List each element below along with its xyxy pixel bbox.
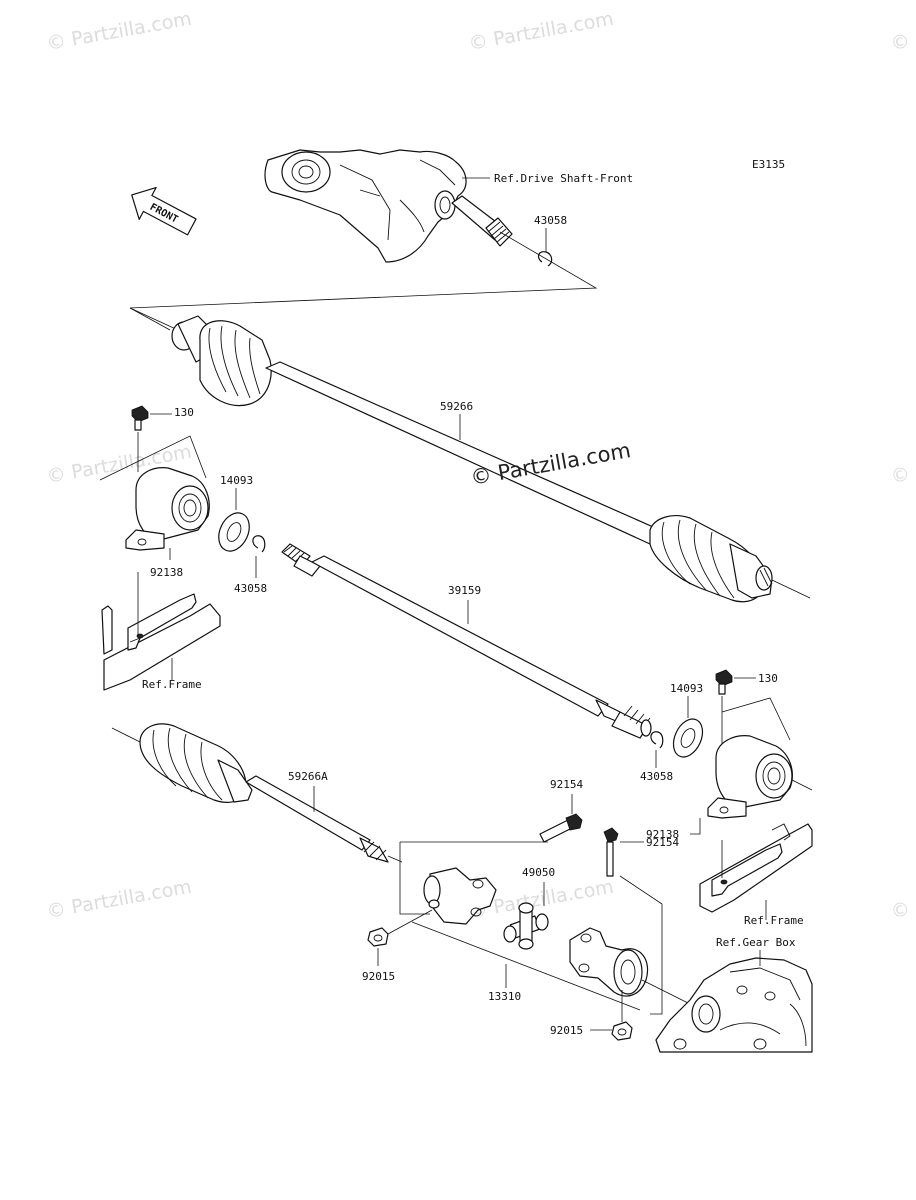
bolt-92154-a xyxy=(539,813,583,843)
part-label-14093-left: 14093 xyxy=(220,474,253,487)
part-label-92015-right: 92015 xyxy=(550,1024,583,1037)
part-label-59266: 59266 xyxy=(440,400,473,413)
part-label-92154-b: 92154 xyxy=(646,836,679,849)
watermark: © xyxy=(889,30,912,55)
ref-frame-right: Ref.Frame xyxy=(744,914,804,927)
frame-right xyxy=(699,823,813,913)
ref-gear-box: Ref.Gear Box xyxy=(716,936,796,949)
part-label-14093-right: 14093 xyxy=(670,682,703,695)
washer-14093-left xyxy=(218,512,250,552)
propeller-shaft-39159 xyxy=(281,543,652,739)
center-bearing-92138-left xyxy=(125,467,210,551)
snap-ring-43058-top xyxy=(537,251,553,267)
yoke-rear xyxy=(569,927,649,997)
front-output-shaft xyxy=(451,195,513,247)
part-label-92015-left: 92015 xyxy=(362,970,395,983)
snap-ring-43058-right xyxy=(650,731,664,749)
frame-left xyxy=(101,593,221,691)
snap-ring-43058-left xyxy=(252,535,266,553)
ref-drive-shaft-front: Ref.Drive Shaft-Front xyxy=(494,172,633,185)
bolt-92154-b xyxy=(603,827,619,877)
nut-92015-left xyxy=(367,927,389,947)
front-arrow-icon: FRONT xyxy=(131,186,197,236)
universal-joint-49050 xyxy=(503,902,549,950)
drive-shaft-59266A xyxy=(139,723,389,863)
ref-frame-left: Ref.Frame xyxy=(142,678,202,691)
part-label-92138-right: 92138 xyxy=(646,828,679,841)
part-label-43058-right: 43058 xyxy=(640,770,673,783)
part-label-130-right: 130 xyxy=(758,672,778,685)
drive-shaft-59266 xyxy=(171,315,773,603)
part-label-13310: 13310 xyxy=(488,990,521,1003)
nut-92015-right xyxy=(611,1021,633,1041)
diagram-code: E3135 xyxy=(752,158,785,171)
part-label-130-left: 130 xyxy=(174,406,194,419)
watermark: © xyxy=(889,898,912,923)
part-label-92154-a: 92154 xyxy=(550,778,583,791)
rear-gear-box xyxy=(655,957,813,1053)
bolt-130-left xyxy=(131,405,149,431)
part-label-39159: 39159 xyxy=(448,584,481,597)
part-label-43058-left: 43058 xyxy=(234,582,267,595)
bolt-130-right xyxy=(715,669,733,695)
yoke-front xyxy=(423,867,497,925)
part-label-92138-left: 92138 xyxy=(150,566,183,579)
watermark: © xyxy=(889,463,912,488)
front-differential-housing xyxy=(264,149,467,263)
part-label-43058-top: 43058 xyxy=(534,214,567,227)
part-label-59266A: 59266A xyxy=(288,770,328,783)
nut-icon xyxy=(428,899,440,909)
part-label-49050: 49050 xyxy=(522,866,555,879)
watermark: © Partzilla.com xyxy=(45,8,193,55)
watermark: © Partzilla.com xyxy=(45,876,193,923)
center-bearing-92138-right xyxy=(707,735,793,819)
watermark: © Partzilla.com xyxy=(467,8,615,55)
washer-14093-right xyxy=(672,718,704,758)
